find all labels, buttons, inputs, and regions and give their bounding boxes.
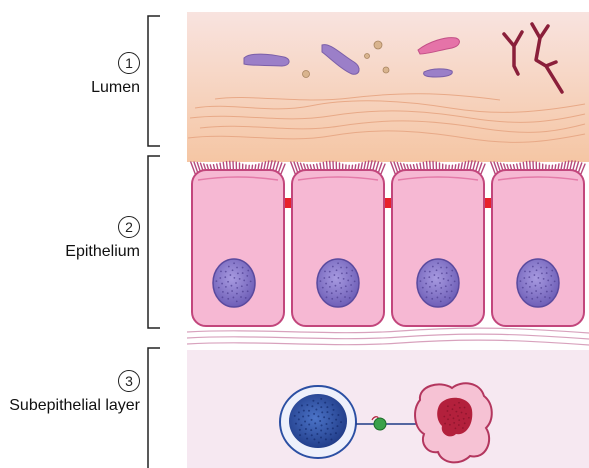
cell-nucleus	[317, 259, 359, 307]
bracket-subepithelial	[148, 348, 160, 468]
region-brackets	[148, 16, 160, 468]
region-label-lumen: 1 Lumen	[0, 52, 140, 97]
subepithelial-background	[187, 350, 589, 468]
epithelial-cell	[191, 161, 285, 326]
small-bacterium	[424, 69, 453, 77]
region-name-epithelium: Epithelium	[0, 242, 140, 261]
region-number-2: 2	[118, 216, 140, 238]
epithelial-cell	[291, 161, 385, 326]
debris-particle	[303, 71, 310, 78]
debris-particle	[383, 67, 389, 73]
region-label-subepithelial: 3 Subepithelial layer	[0, 370, 140, 415]
cell-nucleus	[417, 259, 459, 307]
region-label-epithelium: 2 Epithelium	[0, 216, 140, 261]
lumen-background	[187, 12, 589, 162]
epithelial-cell	[491, 161, 585, 326]
epithelial-cell	[391, 161, 485, 326]
lymphocyte	[280, 386, 356, 458]
debris-particle	[365, 54, 370, 59]
region-name-subepithelial: Subepithelial layer	[0, 396, 140, 415]
bracket-epithelium	[148, 156, 160, 328]
region-name-lumen: Lumen	[0, 78, 140, 97]
cell-nucleus	[213, 259, 255, 307]
epithelial-cells	[191, 161, 585, 326]
region-number-1: 1	[118, 52, 140, 74]
bracket-lumen	[148, 16, 160, 146]
basement-membrane	[187, 328, 589, 345]
debris-particle	[374, 41, 382, 49]
cell-nucleus	[517, 259, 559, 307]
region-number-3: 3	[118, 370, 140, 392]
